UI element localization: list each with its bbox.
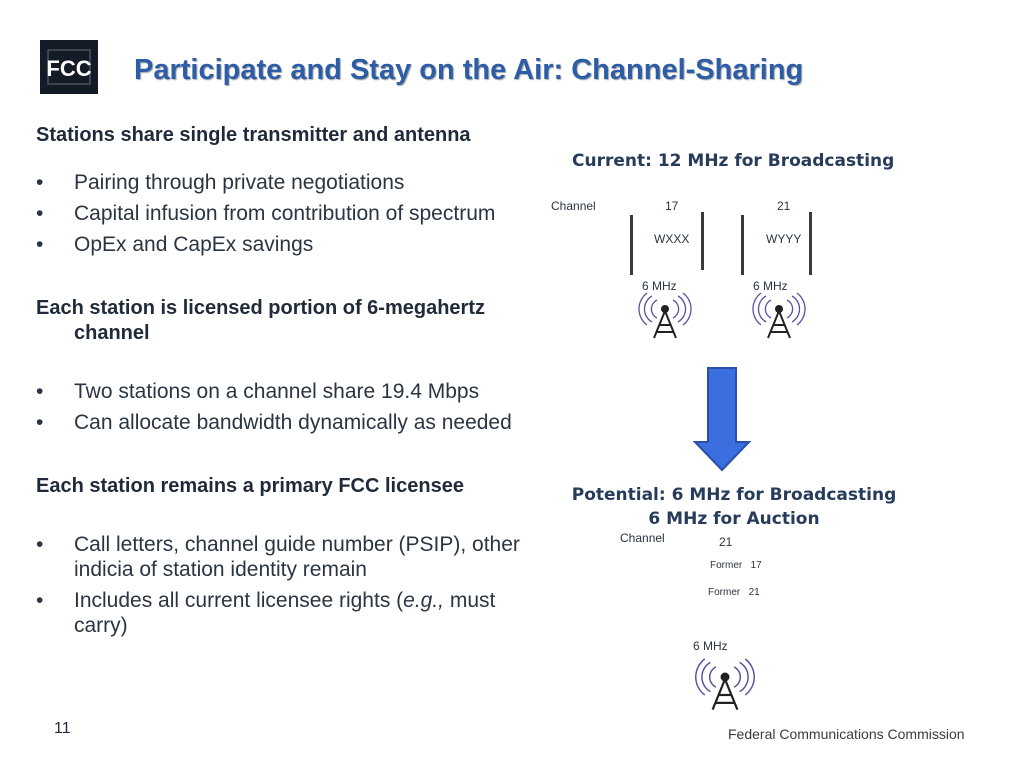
current-channel-label: Channel: [551, 199, 596, 213]
tower-icon: [752, 292, 806, 339]
section-heading-licensee: Each station remains a primary FCC licen…: [36, 475, 464, 497]
fcc-logo-icon: FCC: [46, 49, 92, 85]
licensed-bullets: Two stations on a channel share 19.4 Mbp…: [36, 379, 536, 435]
down-arrow-icon: [692, 367, 752, 472]
potential-channel-label: Channel: [620, 531, 665, 545]
channel-17-number: 17: [665, 199, 679, 213]
bullet-two-stations: Two stations on a channel share 19.4 Mbp…: [36, 379, 536, 404]
station-wxxx: WXXX: [654, 232, 690, 246]
rights-text-italic: e.g.,: [403, 589, 445, 612]
rights-text-before: Includes all current licensee rights (: [74, 589, 404, 612]
rights-text-after: must carry): [74, 589, 496, 637]
current-title: Current: 12 MHz for Broadcasting: [572, 151, 895, 171]
channel-17-right-edge: [701, 212, 704, 270]
tower-icon: [695, 658, 755, 711]
section-heading-sharing: Stations share single transmitter and an…: [36, 124, 471, 146]
potential-bandwidth-label: 6 MHz: [693, 639, 728, 653]
slide-title: Participate and Stay on the Air: Channel…: [134, 54, 804, 86]
bullet-capital: Capital infusion from contribution of sp…: [36, 201, 536, 226]
former-17-label: Former 17: [710, 560, 762, 571]
left-column: Stations share single transmitter and an…: [36, 123, 536, 644]
channel-21-number: 21: [777, 199, 791, 213]
channel-21-right-edge: [809, 212, 812, 275]
bullet-bandwidth: Can allocate bandwidth dynamically as ne…: [36, 410, 536, 435]
section-heading-licensed: Each station is licensed portion of 6-me…: [36, 297, 485, 344]
bullet-rights: Includes all current licensee rights (e.…: [36, 588, 536, 638]
bandwidth-label-21: 6 MHz: [753, 279, 788, 293]
potential-channel-number: 21: [719, 535, 733, 549]
page-number: 11: [54, 720, 71, 737]
bullet-call-letters: Call letters, channel guide number (PSIP…: [36, 532, 536, 582]
footer-agency: Federal Communications Commission: [728, 726, 965, 742]
potential-title-line2: 6 MHz for Auction: [648, 509, 820, 529]
bandwidth-label-17: 6 MHz: [642, 279, 677, 293]
former-21-label: Former 21: [708, 587, 760, 598]
channel-17-left-edge: [630, 215, 633, 275]
logo-text: FCC: [46, 56, 91, 81]
channel-21-left-edge: [741, 215, 744, 275]
bullet-pairing: Pairing through private negotiations: [36, 170, 536, 195]
bullet-opex: OpEx and CapEx savings: [36, 232, 536, 257]
potential-title-line1: Potential: 6 MHz for Broadcasting: [571, 485, 897, 505]
fcc-logo: FCC: [40, 40, 98, 94]
potential-title: Potential: 6 MHz for Broadcasting 6 MHz …: [540, 483, 928, 531]
station-wyyy: WYYY: [766, 232, 802, 246]
sharing-bullets: Pairing through private negotiations Cap…: [36, 170, 536, 257]
licensee-bullets: Call letters, channel guide number (PSIP…: [36, 532, 536, 638]
tower-icon: [638, 292, 692, 339]
